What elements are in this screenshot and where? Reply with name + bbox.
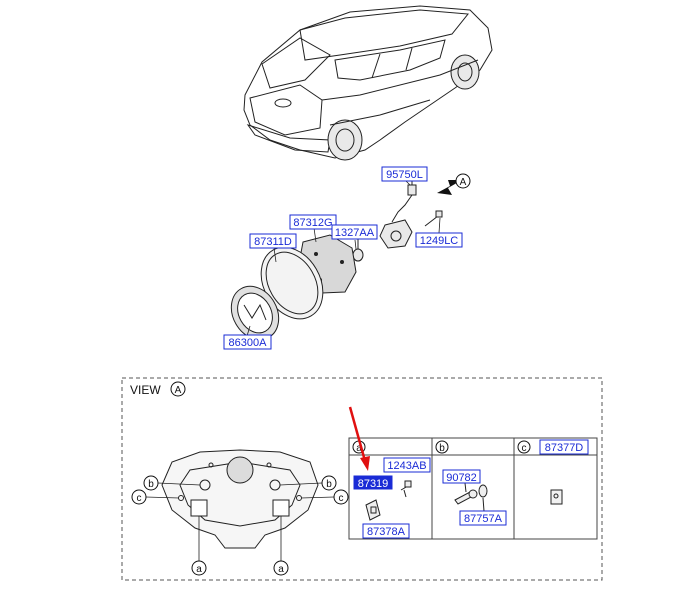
svg-text:a: a — [356, 443, 362, 454]
label-95750L[interactable]: 95750L — [381, 166, 428, 182]
clip-part-a — [365, 480, 412, 521]
callout-a-right: a — [273, 560, 289, 576]
svg-text:1327AA: 1327AA — [335, 227, 375, 239]
svg-text:95750L: 95750L — [386, 169, 423, 181]
table-header-b: b — [435, 440, 449, 454]
callout-b-left: b — [143, 475, 159, 491]
svg-text:1243AB: 1243AB — [387, 460, 426, 472]
callout-a-left: a — [191, 560, 207, 576]
svg-text:87319: 87319 — [358, 478, 389, 490]
label-87312G[interactable]: 87312G — [289, 214, 337, 230]
svg-text:c: c — [522, 443, 527, 454]
label-1249LC[interactable]: 1249LC — [415, 232, 463, 248]
label-87311D[interactable]: 87311D — [249, 233, 297, 249]
view-label: VIEW — [130, 383, 161, 397]
nut-part — [352, 239, 364, 262]
svg-text:87311D: 87311D — [254, 236, 292, 248]
svg-text:a: a — [278, 564, 284, 575]
car-illustration — [243, 5, 493, 161]
callout-c-left: c — [131, 489, 147, 505]
red-pointer-arrow — [348, 406, 370, 471]
label-87757A[interactable]: 87757A — [459, 510, 507, 526]
label-1243AB[interactable]: 1243AB — [383, 457, 431, 473]
screw-grommet-b — [454, 482, 488, 512]
label-87377D[interactable]: 87377D — [539, 439, 589, 455]
view-a-arrow: A — [437, 173, 471, 195]
view-a-title-marker: A — [170, 381, 186, 397]
callout-c-right: c — [333, 489, 349, 505]
bracket-rear-view — [161, 449, 319, 549]
svg-text:c: c — [137, 493, 142, 504]
svg-text:c: c — [339, 493, 344, 504]
svg-text:b: b — [439, 443, 445, 454]
svg-text:b: b — [148, 479, 154, 490]
label-86300A[interactable]: 86300A — [223, 334, 272, 350]
label-1327AA[interactable]: 1327AA — [331, 224, 378, 240]
svg-text:87378A: 87378A — [367, 526, 406, 538]
svg-text:b: b — [326, 479, 332, 490]
pad-part-c — [550, 489, 563, 505]
view-a-marker-label: A — [460, 177, 467, 188]
emblem-part — [230, 285, 280, 341]
detail-table — [348, 437, 598, 540]
svg-text:87312G: 87312G — [293, 217, 332, 229]
svg-text:87377D: 87377D — [545, 442, 584, 454]
label-87319[interactable]: 87319 — [353, 475, 393, 490]
svg-text:1249LC: 1249LC — [420, 235, 459, 247]
svg-text:A: A — [175, 385, 182, 396]
svg-text:86300A: 86300A — [229, 337, 268, 349]
bolt-part — [424, 210, 443, 227]
camera-harness — [379, 180, 417, 249]
label-90782[interactable]: 90782 — [442, 469, 481, 484]
label-87378A[interactable]: 87378A — [362, 523, 410, 539]
garnish-plate — [260, 246, 324, 320]
table-header-c: c — [517, 440, 531, 454]
view-a-frame — [121, 377, 603, 581]
callout-b-right: b — [321, 475, 337, 491]
view-leader-lines — [145, 482, 335, 561]
svg-text:87757A: 87757A — [464, 513, 503, 525]
svg-text:a: a — [196, 564, 202, 575]
svg-text:90782: 90782 — [446, 472, 477, 484]
